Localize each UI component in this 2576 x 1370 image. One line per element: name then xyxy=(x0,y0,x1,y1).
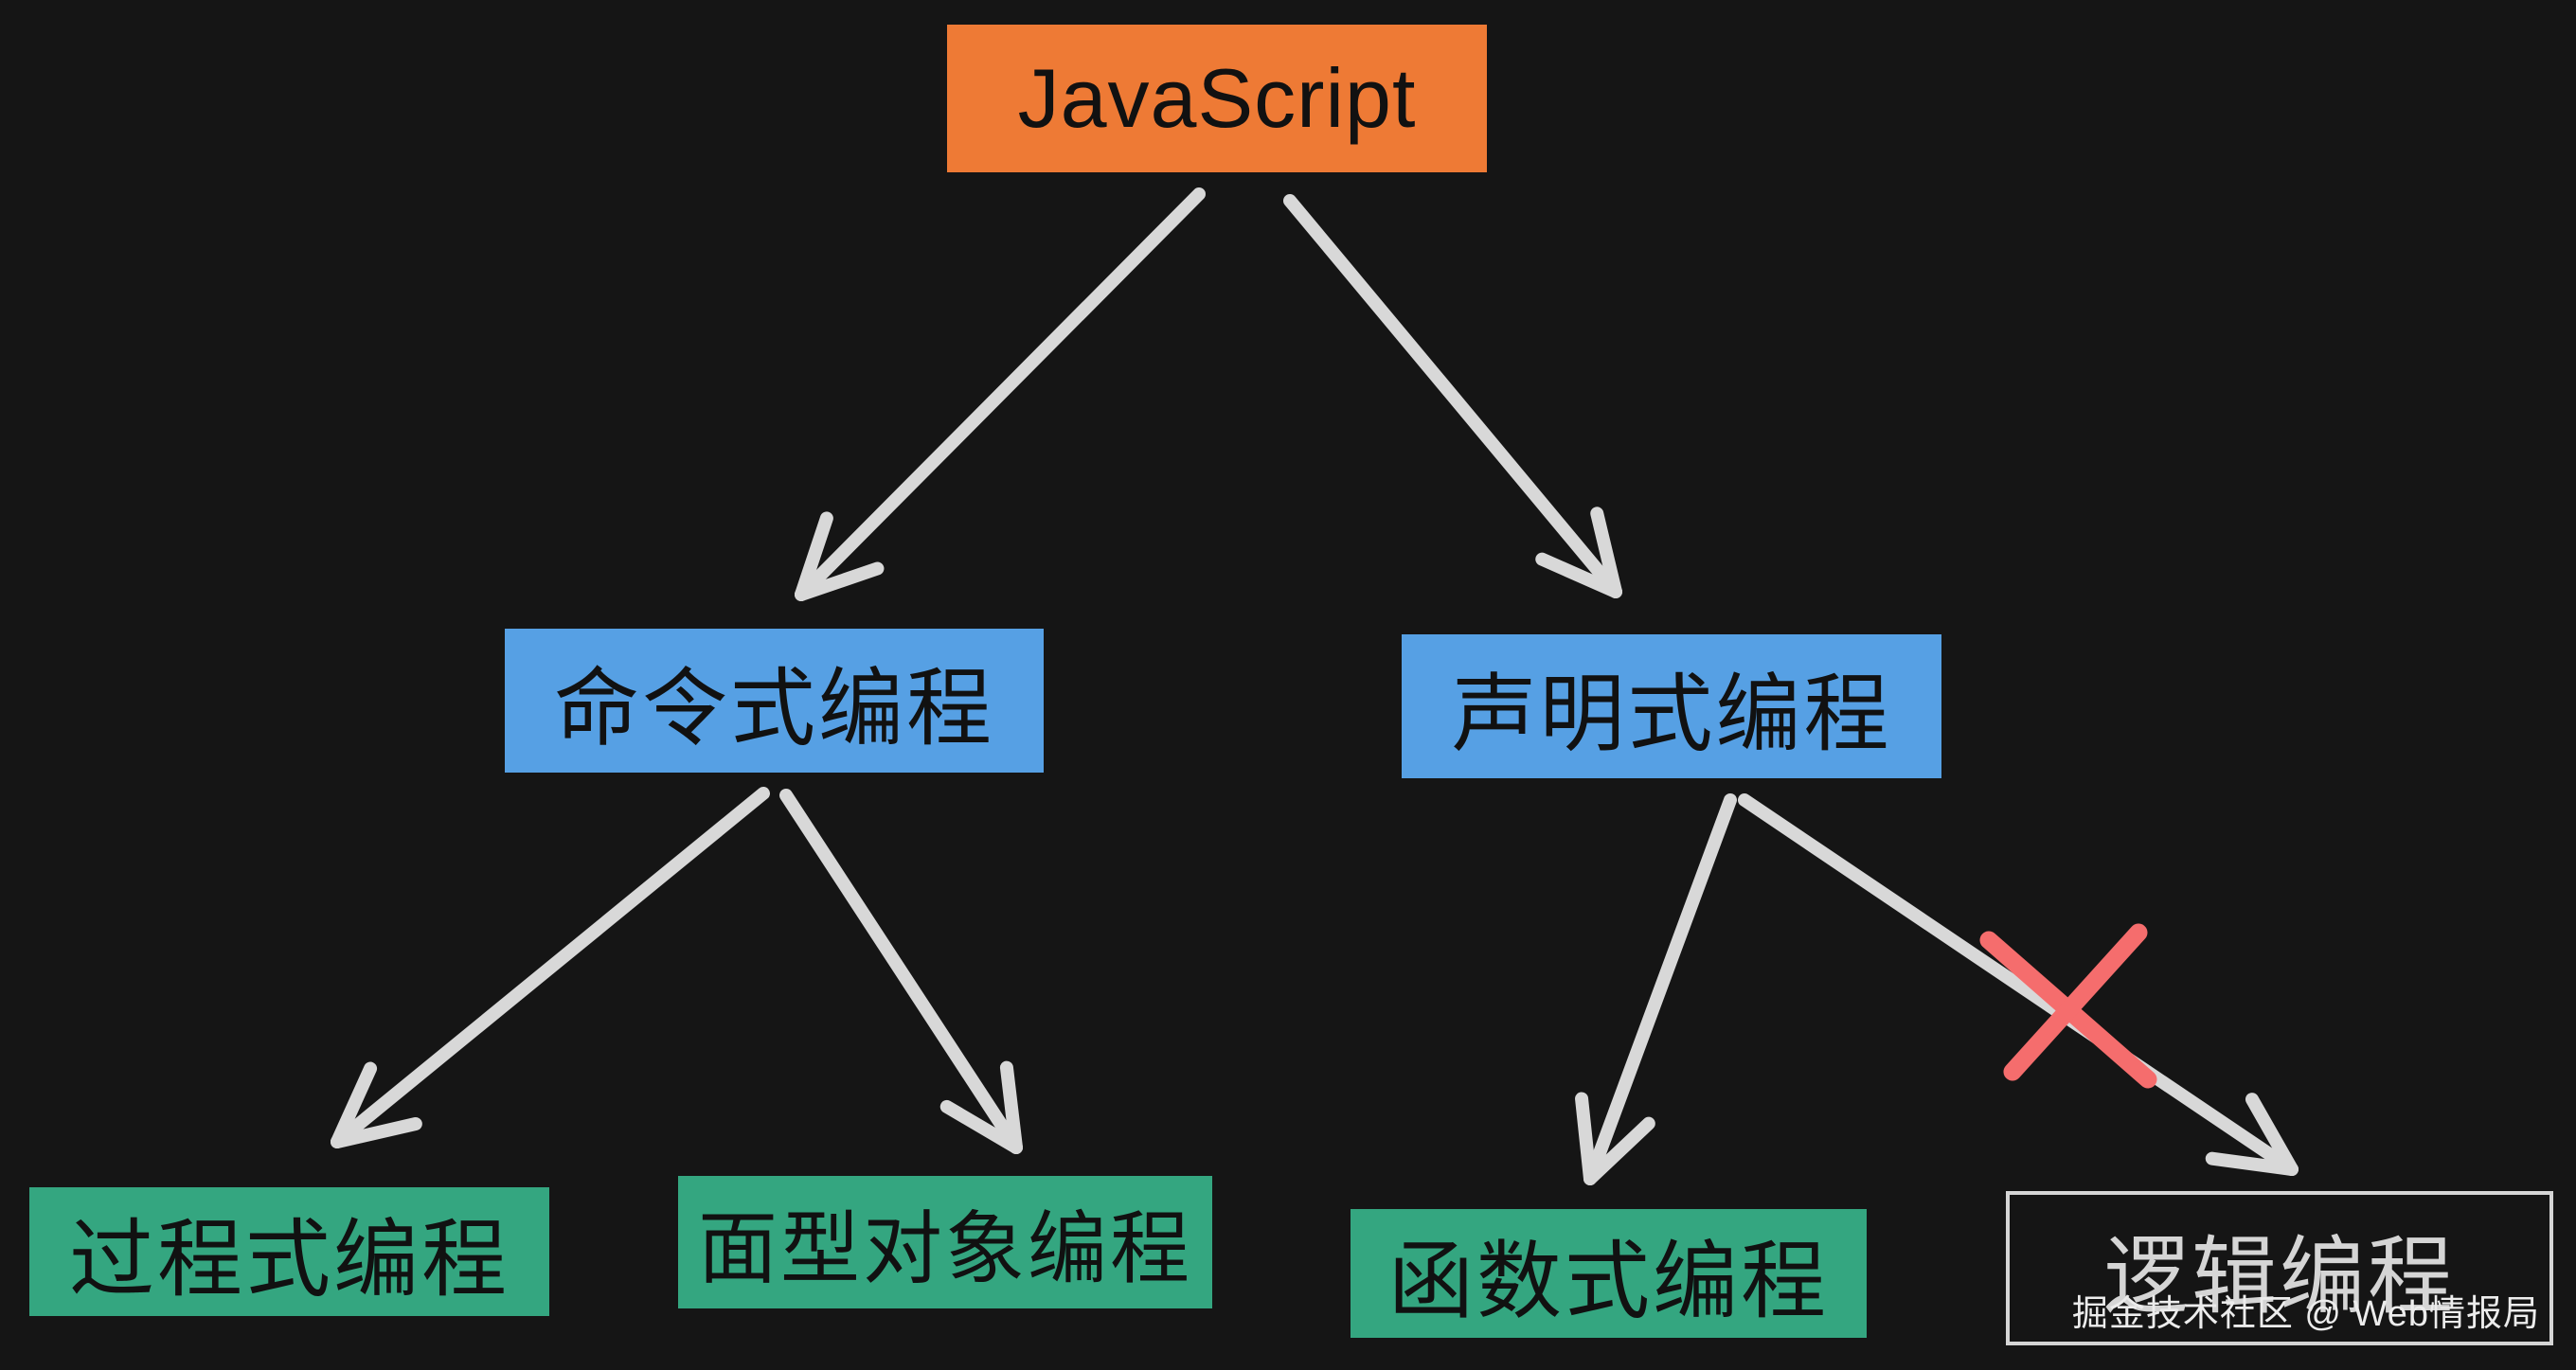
arrow-javascript-to-imperative xyxy=(795,187,1206,601)
node-label-javascript: JavaScript xyxy=(1017,51,1417,145)
arrowhead-icon xyxy=(2245,1093,2299,1176)
arrowhead-icon xyxy=(2205,1151,2299,1176)
arrowhead-icon xyxy=(1590,507,1622,598)
node-label-procedural: 过程式编程 xyxy=(69,1213,510,1308)
cross-mark-icon xyxy=(1979,923,2157,1089)
node-label-logic: 逻辑编程 xyxy=(2103,1229,2456,1325)
node-procedural: 过程式编程 xyxy=(29,1187,549,1316)
arrow-imperative-to-procedural xyxy=(331,787,770,1148)
node-object-oriented: 面型对象编程 xyxy=(678,1176,1212,1308)
arrowhead-icon xyxy=(1583,1116,1655,1185)
watermark: 掘金技术社区 @ Web情报局 xyxy=(2071,1294,2540,1334)
node-label-imperative: 命令式编程 xyxy=(554,662,994,756)
arrow-shaft xyxy=(795,187,1206,601)
arrow-shaft xyxy=(1283,194,1622,598)
node-logic: 逻辑编程 xyxy=(2006,1191,2553,1345)
arrow-shaft xyxy=(779,789,1023,1154)
node-label-declarative: 声明式编程 xyxy=(1451,667,1892,762)
arrowhead-icon xyxy=(1535,552,1622,598)
arrow-shaft xyxy=(1738,793,2299,1176)
arrowhead-icon xyxy=(795,561,885,601)
arrow-declarative-to-logic xyxy=(1738,793,2299,1176)
arrow-imperative-to-object-oriented xyxy=(779,789,1023,1154)
node-javascript: JavaScript xyxy=(947,25,1487,172)
arrow-shaft xyxy=(1583,793,1737,1185)
node-declarative: 声明式编程 xyxy=(1402,634,1941,778)
arrowhead-icon xyxy=(1575,1092,1597,1185)
arrow-declarative-to-functional xyxy=(1575,793,1737,1185)
arrowhead-icon xyxy=(795,511,833,601)
arrow-shaft xyxy=(331,787,770,1148)
node-imperative: 命令式编程 xyxy=(505,629,1044,773)
node-label-functional: 函数式编程 xyxy=(1388,1235,1829,1329)
arrowhead-icon xyxy=(939,1099,1023,1154)
node-functional: 函数式编程 xyxy=(1351,1209,1867,1338)
arrowhead-icon xyxy=(331,1116,422,1148)
arrowhead-icon xyxy=(331,1061,378,1148)
node-label-object-oriented: 面型对象编程 xyxy=(697,1203,1192,1293)
arrowhead-icon xyxy=(999,1060,1023,1154)
cross-mark-stroke-2 xyxy=(2003,923,2148,1081)
arrow-javascript-to-declarative xyxy=(1283,194,1622,598)
